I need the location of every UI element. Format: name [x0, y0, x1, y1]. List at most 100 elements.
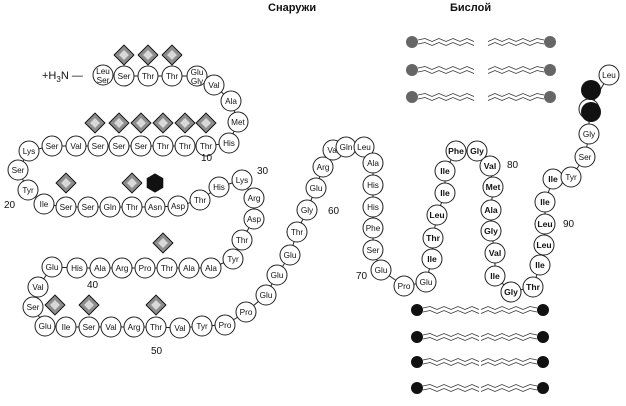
residue-circle: [100, 316, 122, 338]
residue-label: Ala: [367, 159, 379, 168]
residue-circle: [17, 179, 39, 201]
lipid-head-icon: [544, 36, 556, 48]
residue-label: Ile: [440, 188, 450, 198]
residue-circle: [41, 135, 63, 157]
residue-33: Thr: [231, 229, 253, 251]
residue-circle: [186, 65, 208, 87]
residue-22: Ser: [55, 196, 77, 218]
glycan-diamond-inner: [167, 50, 177, 60]
residue-circle: [152, 135, 174, 157]
residue-label: Thr: [150, 323, 163, 332]
residue-label: Thr: [142, 72, 155, 81]
residue-circle: [195, 135, 217, 157]
residue-88: Ile: [529, 254, 551, 276]
glycan-diamond-inner: [61, 178, 71, 188]
lipid-tail: [480, 333, 538, 337]
outside-label: Снаружи: [268, 2, 317, 14]
residue-circle: [99, 196, 121, 218]
residue-4: Thr: [161, 65, 183, 87]
glycan-diamond-inner: [90, 118, 100, 128]
residue-label: Tyr: [565, 173, 577, 182]
residue-circle: [121, 196, 143, 218]
lipid-tail: [422, 333, 480, 337]
residue-circle: [174, 135, 196, 157]
residue-circle: [214, 314, 236, 336]
residue-14: Ser: [108, 135, 130, 157]
lipid-head-dark-icon: [581, 102, 601, 122]
residue-label: Ser: [12, 166, 25, 175]
lipid-head-icon: [411, 304, 423, 316]
lipid-tail: [422, 337, 480, 341]
lipid-tail: [417, 93, 475, 97]
residue-label: Pro: [398, 282, 411, 291]
residue-61: Arg: [312, 156, 334, 178]
residue-circle: [189, 189, 211, 211]
residue-10: Thr: [195, 135, 217, 157]
residue-label: His: [223, 139, 235, 148]
residue-89: Leu: [533, 234, 555, 256]
residue-circle: [111, 257, 133, 279]
residue-circle: [113, 65, 135, 87]
lipid-tail: [487, 97, 545, 101]
residue-18: Lys: [18, 140, 40, 162]
residue-circle: [279, 244, 301, 266]
residue-46: Ile: [55, 316, 77, 338]
residue-label: Leu: [357, 143, 371, 152]
residue-58: Thr: [286, 221, 308, 243]
residue-60: Glu: [305, 177, 327, 199]
residue-50: Thr: [145, 316, 167, 338]
residue-circle: [130, 135, 152, 157]
position-number: 30: [257, 166, 269, 177]
residue-circle: [312, 156, 334, 178]
residue-label: Ala: [205, 264, 217, 273]
residue-label: Val: [327, 146, 338, 155]
residue-label: Thr: [161, 264, 174, 273]
residue-77: Ile: [434, 160, 456, 182]
glycan-diamond-inner: [180, 118, 190, 128]
residue-circle: [560, 166, 582, 188]
lipid-head-icon: [406, 91, 418, 103]
glycan-diamond-inner: [127, 178, 137, 188]
residue-circle: [167, 195, 189, 217]
residue-label: Asn: [148, 203, 163, 212]
residue-circle: [415, 271, 437, 293]
residue-63: Gln: [335, 136, 357, 158]
residue-circle: [77, 196, 99, 218]
residue-circle: [156, 257, 178, 279]
residue-66: His: [362, 174, 384, 196]
residue-8: Met: [227, 111, 249, 133]
lipid-head-icon: [544, 64, 556, 76]
residue-label: Val: [70, 142, 81, 151]
residue-15: Ser: [87, 135, 109, 157]
residue-label: Leu: [602, 71, 616, 80]
glycan-diamond-inner: [151, 300, 161, 310]
n-terminus-label: +H3N —: [42, 70, 83, 85]
residue-circle: [178, 257, 200, 279]
residue-label: Phe: [366, 224, 381, 233]
residue-label: Leu: [537, 219, 552, 229]
residue-label: Gly: [301, 206, 314, 215]
residue-label: Ile: [548, 174, 558, 184]
residue-label: Met: [486, 182, 501, 192]
residue-label: Thr: [126, 203, 139, 212]
residue-label: Tyr: [196, 322, 208, 331]
lipid-head-icon: [544, 91, 556, 103]
residue-95: Gly: [578, 123, 600, 145]
residue-2: Ser: [113, 65, 135, 87]
residue-82: Ala: [480, 199, 502, 221]
residue-49: Arg: [123, 316, 145, 338]
residue-circle: [480, 220, 502, 242]
residue-circle: [533, 234, 555, 256]
residue-circle: [482, 176, 504, 198]
residue-circle: [161, 65, 183, 87]
residue-circle: [208, 176, 230, 198]
position-number: 20: [4, 200, 16, 211]
residue-circle: [426, 204, 448, 226]
residue-25: Thr: [121, 196, 143, 218]
residue-label: Glu: [284, 251, 297, 260]
n-terminus-suffix: N: [60, 70, 69, 82]
residue-35: Ala: [200, 257, 222, 279]
residue-label: Thr: [200, 142, 213, 151]
